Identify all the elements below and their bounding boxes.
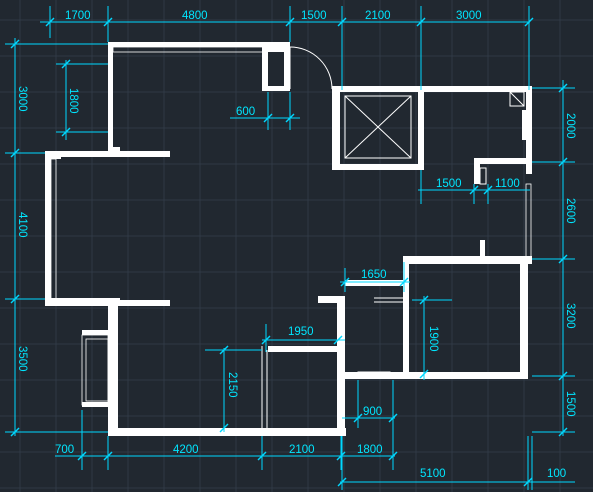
dim-interior-1900: 1900 <box>427 326 439 352</box>
dim-top-3: 1500 <box>301 10 327 22</box>
walls <box>45 42 532 436</box>
dimension-labels: 1700 4800 1500 2100 3000 3000 1800 4100 … <box>16 10 576 480</box>
dim-left-1: 3000 <box>16 86 28 112</box>
dim-bottom-3: 2100 <box>289 444 315 456</box>
dim-bottom-2: 4200 <box>173 444 199 456</box>
dim-left-4: 3500 <box>16 346 28 372</box>
dim-interior-900: 900 <box>363 406 382 418</box>
dim-interior-600: 600 <box>236 106 255 118</box>
dim-top-4: 2100 <box>365 10 391 22</box>
dim-right-1: 2000 <box>564 113 576 139</box>
dim-right-4: 1500 <box>564 391 576 417</box>
dim-left-3: 4100 <box>16 212 28 238</box>
dim-left-2: 1800 <box>67 88 79 114</box>
dimension-lines <box>5 6 575 490</box>
dim-interior-1950: 1950 <box>288 326 314 338</box>
dim-interior-2150: 2150 <box>226 372 238 398</box>
dim-right-2: 2600 <box>564 198 576 224</box>
dim-bottom-4: 1800 <box>357 444 383 456</box>
dim-interior-1100: 1100 <box>495 178 520 190</box>
dim-bottom-6: 100 <box>547 468 566 480</box>
dim-top-2: 4800 <box>182 10 208 22</box>
dim-bottom-5: 5100 <box>420 468 446 480</box>
dim-interior-1500: 1500 <box>436 178 462 190</box>
dim-interior-1650: 1650 <box>361 269 387 281</box>
dim-bottom-1: 700 <box>55 444 74 456</box>
dim-top-5: 3000 <box>456 10 482 22</box>
dim-top-1: 1700 <box>65 10 91 22</box>
dim-right-3: 3200 <box>564 303 576 329</box>
